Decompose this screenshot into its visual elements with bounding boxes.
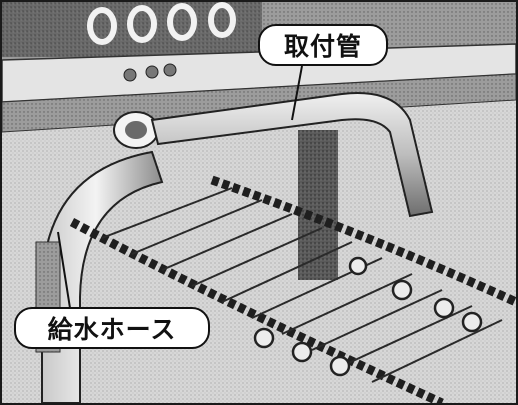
leader-line-water-hose [57,231,71,309]
top-rollers [87,2,236,45]
callout-mounting-pipe: 取付管 [258,24,388,66]
callout-water-hose: 給水ホース [14,307,210,349]
frame-bolts [123,63,177,82]
wire-loops [101,187,503,383]
conveyor-chain-left [69,218,444,403]
mounting-pipe [113,92,434,218]
support-post [298,130,338,280]
wire-hooks [253,256,483,377]
leader-line-mounting-pipe [291,65,303,121]
